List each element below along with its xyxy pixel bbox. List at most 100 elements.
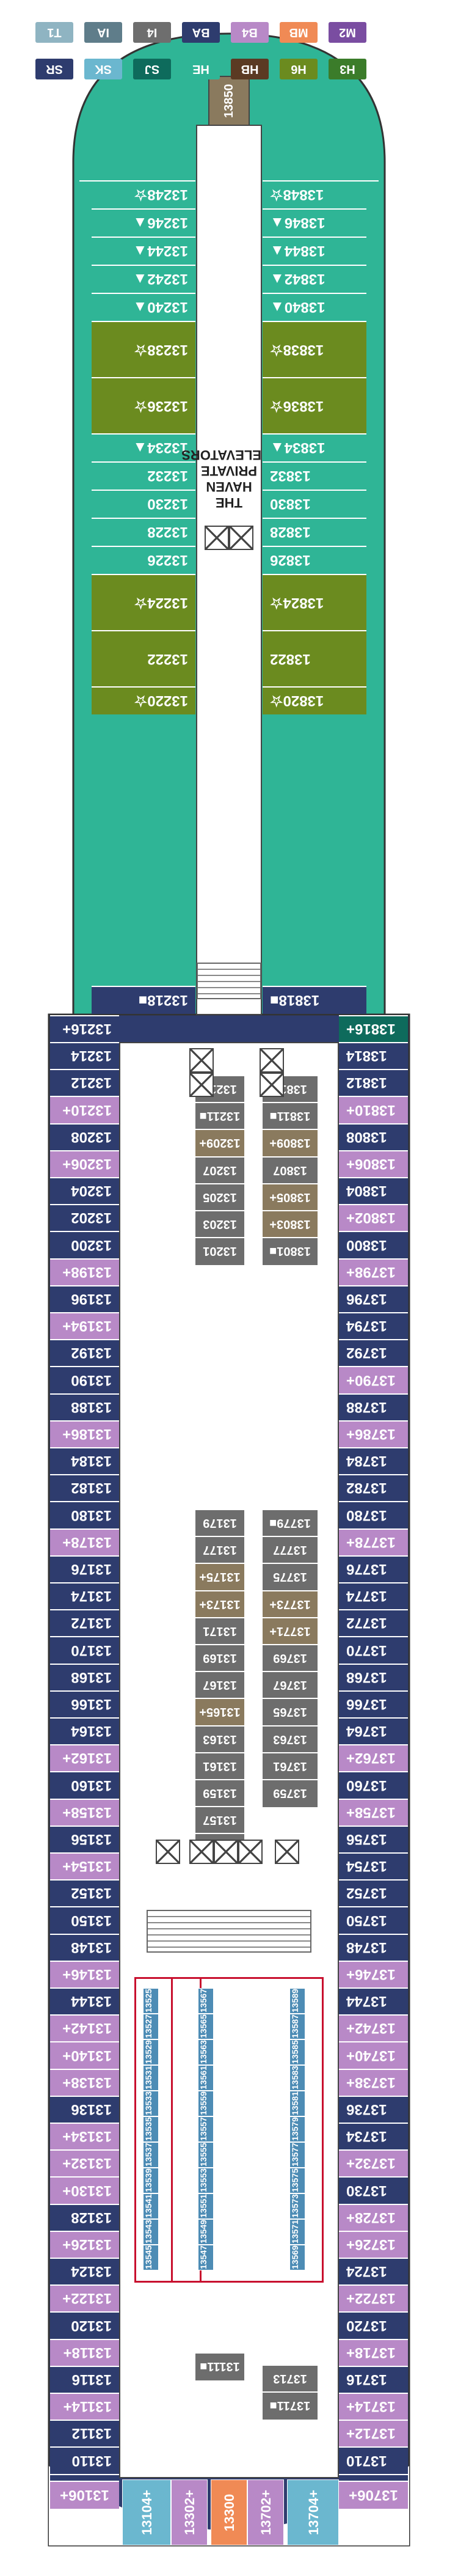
right-cabin-23[interactable]: 13770 — [339, 1636, 408, 1664]
aft-row-2[interactable]: 13300 — [211, 2479, 247, 2545]
left-cabin-13[interactable]: 13190 — [50, 1366, 119, 1393]
haven-cabin-left-14[interactable]: 13220☆ — [92, 686, 195, 714]
center_small_mid-10[interactable]: 13567 — [198, 1988, 214, 2014]
left-cabin-36[interactable]: 13144 — [50, 1987, 119, 2015]
right-cabin-9[interactable]: 13798+ — [339, 1258, 408, 1285]
left-cabin-47[interactable]: 13122+ — [50, 2284, 119, 2312]
right-cabin-44[interactable]: 13728+ — [339, 2203, 408, 2231]
right-cabin-31[interactable]: 13754 — [339, 1852, 408, 1880]
center_small_mid-1[interactable]: 13549 — [198, 2219, 214, 2245]
center_small_mid-7[interactable]: 13561 — [198, 2065, 214, 2091]
center_small_right-4[interactable]: 13577 — [289, 2142, 305, 2168]
left-cabin-43[interactable]: 13130+ — [50, 2176, 119, 2204]
center_small_left-10[interactable]: 13525 — [143, 1988, 159, 2014]
right-cabin-5[interactable]: 13806+ — [339, 1150, 408, 1177]
right-cabin-16[interactable]: 13784 — [339, 1447, 408, 1475]
left-cabin-6[interactable]: 13204 — [50, 1177, 119, 1205]
mid-inner-right-8[interactable]: 13763 — [263, 1725, 318, 1753]
inner-right-2[interactable]: 13809+ — [263, 1129, 318, 1158]
left-cabin-22[interactable]: 13172 — [50, 1609, 119, 1637]
right-cabin-33[interactable]: 13750 — [339, 1906, 408, 1934]
left-cabin-2[interactable]: 13212 — [50, 1069, 119, 1096]
center_small_mid-2[interactable]: 13551 — [198, 2193, 214, 2219]
right-cabin-10[interactable]: 13796 — [339, 1285, 408, 1312]
right-cabin-21[interactable]: 13774 — [339, 1582, 408, 1610]
aft-row-0[interactable]: 13104+ — [122, 2479, 171, 2545]
right-cabin-4[interactable]: 13808 — [339, 1123, 408, 1150]
left-cabin-9[interactable]: 13198+ — [50, 1258, 119, 1285]
left-cabin-7[interactable]: 13202 — [50, 1204, 119, 1231]
left-cabin-34[interactable]: 13148 — [50, 1933, 119, 1961]
left-cabin-19[interactable]: 13178+ — [50, 1528, 119, 1555]
center_small_left-2[interactable]: 13541 — [143, 2193, 159, 2219]
right-cabin-12[interactable]: 13792 — [339, 1339, 408, 1367]
inner-left-5[interactable]: 13203 — [195, 1210, 244, 1238]
haven-cabin-left-0[interactable]: 13248☆ — [79, 180, 195, 208]
mid-inner-left-7[interactable]: 13165+ — [195, 1698, 244, 1727]
mid-inner-right-2[interactable]: 13775 — [263, 1563, 318, 1591]
center_small_right-10[interactable]: 13589 — [289, 1988, 305, 2014]
right-cabin-27[interactable]: 13762+ — [339, 1744, 408, 1772]
right-cabin-25[interactable]: 13766 — [339, 1690, 408, 1717]
center_small_right-6[interactable]: 13581 — [289, 2091, 305, 2116]
left-cabin-37[interactable]: 13142+ — [50, 2014, 119, 2042]
left-cabin-15[interactable]: 13186+ — [50, 1420, 119, 1447]
right-cabin-36[interactable]: 13744 — [339, 1987, 408, 2015]
center_small_left-4[interactable]: 13537 — [143, 2142, 159, 2168]
inner-right-3[interactable]: 13807 — [263, 1156, 318, 1184]
center_small_right-8[interactable]: 13585 — [289, 2039, 305, 2065]
mid-inner-left-8[interactable]: 13163 — [195, 1725, 244, 1753]
center_small_left-8[interactable]: 13529 — [143, 2039, 159, 2065]
haven-cabin-left-9[interactable]: 13230 — [92, 490, 195, 518]
mid-inner-right-6[interactable]: 13767 — [263, 1671, 318, 1700]
haven-cabin-right-5[interactable]: 13838☆ — [263, 321, 366, 377]
mid-inner-left-3[interactable]: 13173+ — [195, 1590, 244, 1618]
center_small_mid-3[interactable]: 13553 — [198, 2168, 214, 2193]
right-cabin-47[interactable]: 13722+ — [339, 2284, 408, 2312]
center_small_mid-4[interactable]: 13555 — [198, 2142, 214, 2168]
right-cabin-40[interactable]: 13736 — [339, 2095, 408, 2123]
center_small_right-9[interactable]: 13587 — [289, 2014, 305, 2039]
right-cabin-14[interactable]: 13788 — [339, 1393, 408, 1420]
mid-inner-left-5[interactable]: 13169 — [195, 1644, 244, 1672]
mid-inner-left-9[interactable]: 13161 — [195, 1752, 244, 1780]
left-cabin-33[interactable]: 13150 — [50, 1906, 119, 1934]
mid-inner-left-6[interactable]: 13167 — [195, 1671, 244, 1700]
left-cabin-1[interactable]: 13214 — [50, 1042, 119, 1070]
right-cabin-43[interactable]: 13730 — [339, 2176, 408, 2204]
aft-row-3[interactable]: 13702+ — [247, 2479, 284, 2545]
left-cabin-38[interactable]: 13140+ — [50, 2041, 119, 2069]
center_small_mid-9[interactable]: 13565 — [198, 2014, 214, 2039]
mid-inner-right-4[interactable]: 13771+ — [263, 1616, 318, 1645]
haven-cabin-left-4[interactable]: 13240▲ — [92, 293, 195, 321]
left-cabin-35[interactable]: 13146+ — [50, 1960, 119, 1987]
haven-cabin-right-9[interactable]: 13830 — [263, 490, 366, 518]
haven-cabin-left-10[interactable]: 13228 — [92, 518, 195, 546]
right-cabin-39[interactable]: 13738+ — [339, 2068, 408, 2096]
right-cabin-32[interactable]: 13752 — [339, 1879, 408, 1907]
right-cabin-3[interactable]: 13810+ — [339, 1096, 408, 1123]
left-cabin-27[interactable]: 13162+ — [50, 1744, 119, 1772]
left-cabin-44[interactable]: 13128 — [50, 2203, 119, 2231]
inner-left-2[interactable]: 13209+ — [195, 1129, 244, 1158]
center_small_mid-6[interactable]: 13559 — [198, 2091, 214, 2116]
center_small_right-0[interactable]: 13569 — [289, 2245, 305, 2270]
haven-cabin-right-6[interactable]: 13836☆ — [263, 377, 366, 433]
inner-right-5[interactable]: 13803+ — [263, 1210, 318, 1238]
mid-inner-left-4[interactable]: 13171 — [195, 1616, 244, 1645]
right-cabin-22[interactable]: 13772 — [339, 1609, 408, 1637]
center_small_mid-5[interactable]: 13557 — [198, 2116, 214, 2142]
mid-inner-right-5[interactable]: 13769 — [263, 1644, 318, 1672]
aft-inner-left[interactable]: 13111■ — [195, 2352, 244, 2380]
right-cabin-19[interactable]: 13778+ — [339, 1528, 408, 1555]
right-cabin-28[interactable]: 13760 — [339, 1771, 408, 1799]
inner-left-6[interactable]: 13201 — [195, 1237, 244, 1266]
haven-cabin-right-0[interactable]: 13848☆ — [263, 180, 379, 208]
haven-cabin-left-7[interactable]: 13234▲ — [92, 433, 195, 461]
right-cabin-49[interactable]: 13718+ — [339, 2338, 408, 2366]
left-cabin-4[interactable]: 13208 — [50, 1123, 119, 1150]
left-cabin-50[interactable]: 13116 — [50, 2365, 119, 2393]
right-cabin-35[interactable]: 13746+ — [339, 1960, 408, 1987]
right-cabin-46[interactable]: 13724 — [339, 2258, 408, 2285]
right-cabin-26[interactable]: 13764 — [339, 1717, 408, 1745]
